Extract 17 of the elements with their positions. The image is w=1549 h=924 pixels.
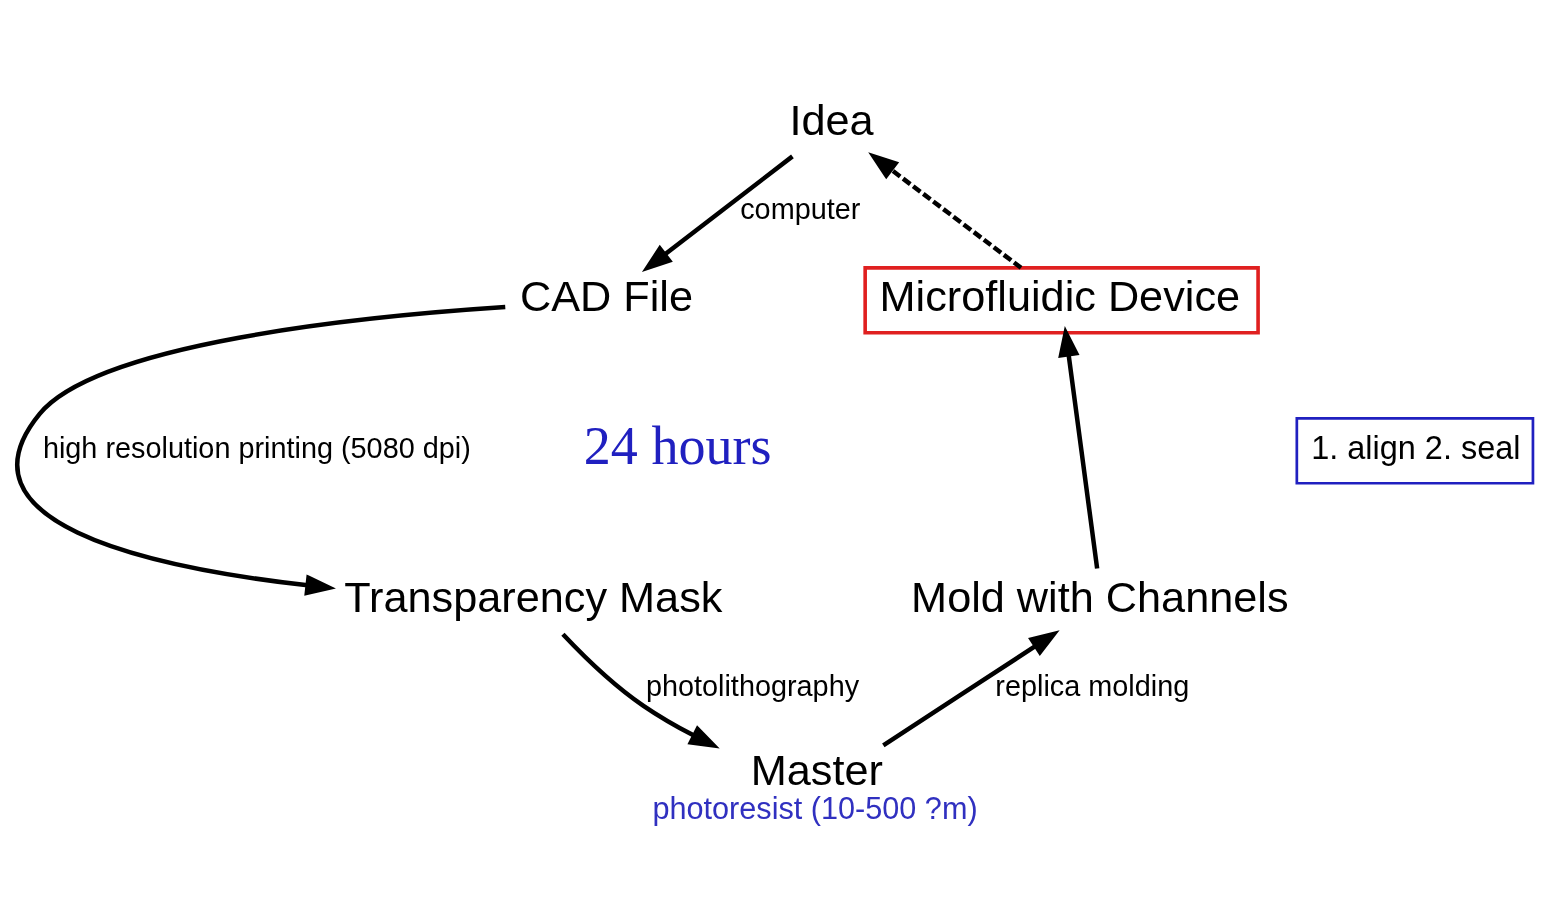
edge-label: high resolution printing (5080 dpi) [42, 431, 471, 464]
node-text: Mold with Channels [911, 572, 1289, 621]
arrow [641, 154, 794, 272]
arrow [882, 629, 1060, 747]
node-box: Microfluidic Device [863, 265, 1260, 335]
node-text: Transparency Mask [344, 572, 723, 621]
arrow [15, 304, 506, 596]
arrow [561, 632, 720, 748]
node-box: 1. align 2. seal [1295, 416, 1535, 485]
edge-label: photolithography [645, 669, 860, 702]
node-text: CAD File [520, 271, 694, 320]
arrow [1058, 325, 1100, 569]
edge-label: computer [740, 192, 861, 225]
edge-label: replica molding [995, 669, 1190, 702]
label: 24 hours [583, 415, 772, 476]
node-text: Idea [789, 95, 874, 144]
arrow [868, 151, 1023, 270]
